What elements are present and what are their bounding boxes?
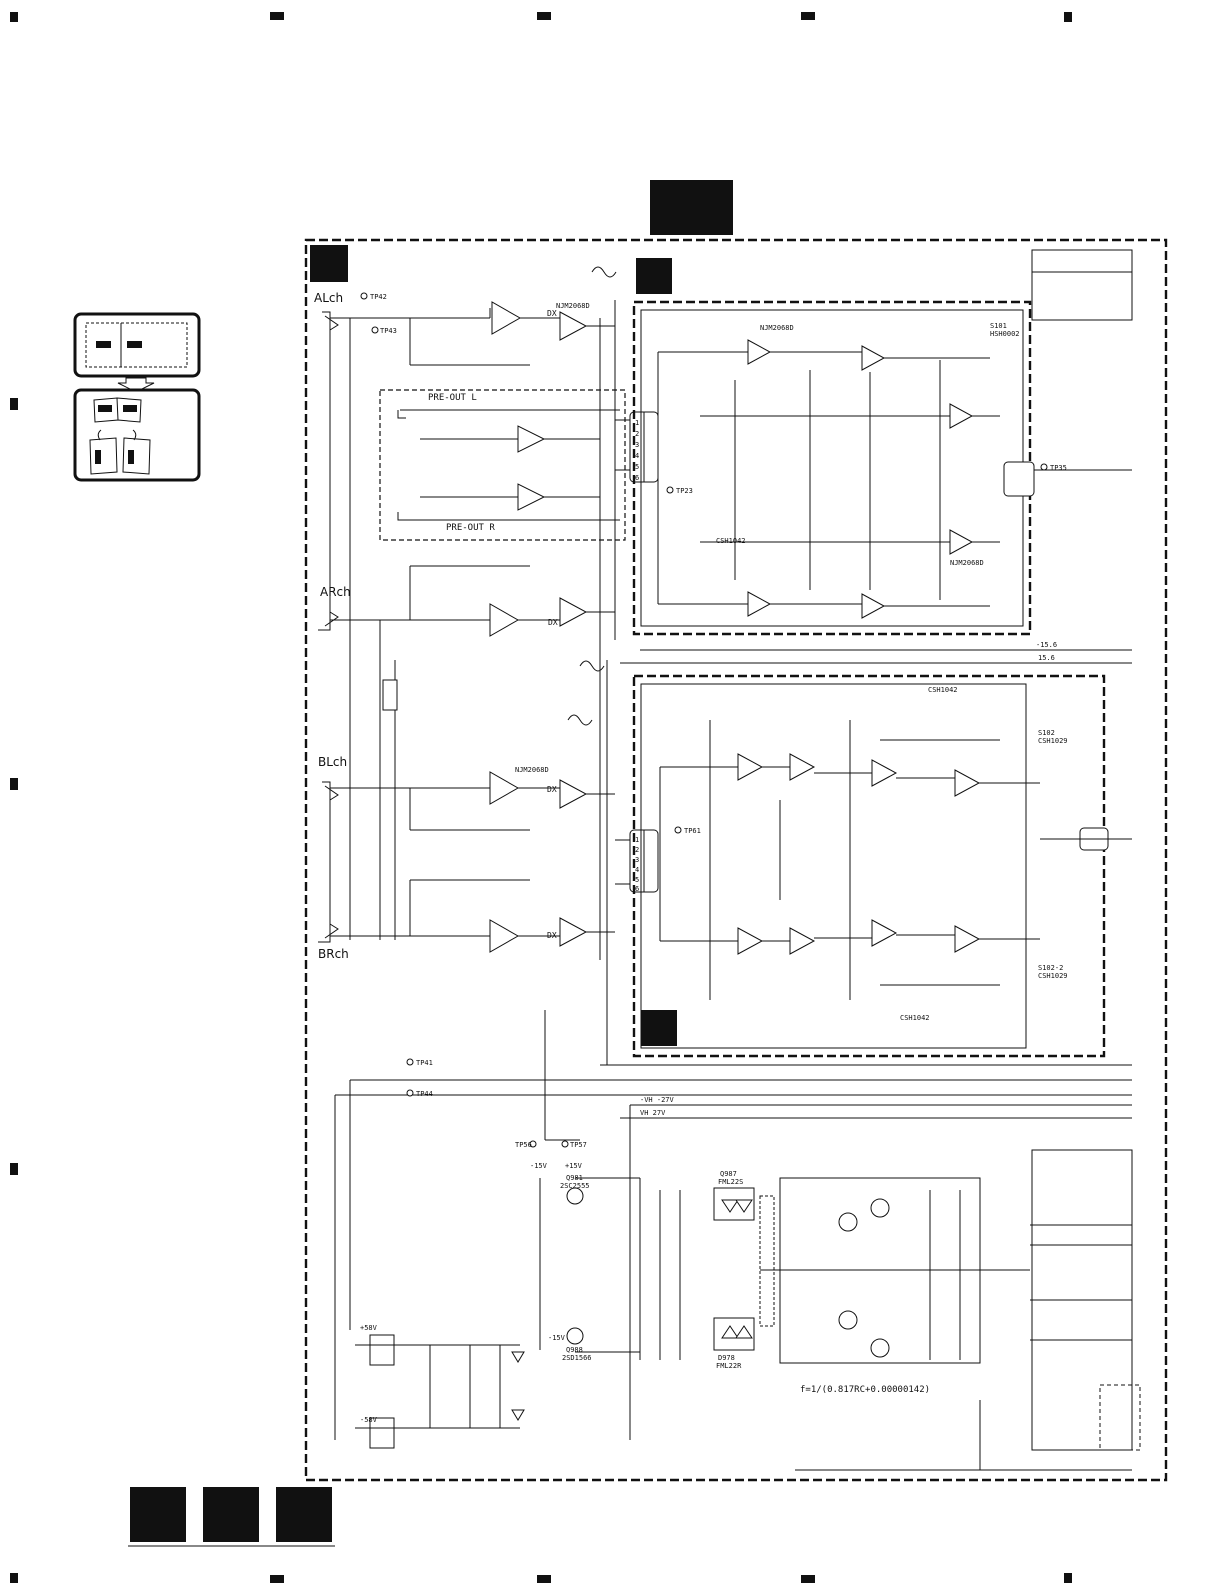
switch-label-lower: S102-2 [1038, 964, 1063, 972]
filter-section-lower [600, 674, 1132, 1066]
rail-label-plus-15v: +15V [565, 1162, 583, 1170]
channel-label-brch: BRch [318, 947, 349, 961]
part-model-q988: 2SD1566 [562, 1354, 592, 1362]
switch-model-mid: CSH1029 [1038, 737, 1068, 745]
part-label-q988: Q988 [566, 1346, 583, 1354]
testpoint-label: TP35 [1050, 464, 1067, 472]
rail-label-minus-58v: -58V [360, 1416, 378, 1424]
ic-label-upper: NJM2068D [760, 324, 794, 332]
power-section [334, 1079, 1141, 1471]
rail-label-minus-vh: -VH -27V [640, 1096, 675, 1104]
header-block [650, 180, 733, 235]
part-label-d978: D978 [718, 1354, 735, 1362]
dx-label-bl: DX [547, 785, 557, 794]
section-marker-c [641, 1010, 677, 1046]
testpoint-label: TP61 [684, 827, 701, 835]
channel-label-blch: BLch [318, 755, 347, 769]
pin-label: 2 [635, 846, 639, 854]
section-marker-a [310, 245, 348, 282]
rail-label-plus-15-6: 15.6 [1038, 654, 1055, 662]
ic-label-lower: NJM2068D [950, 559, 984, 567]
csh-label-mid: CSH1042 [928, 686, 958, 694]
csh-label-bottom: CSH1042 [900, 1014, 930, 1022]
pin-label: 5 [635, 876, 639, 884]
ic-label-a: NJM2068D [556, 302, 590, 310]
testpoint-label: TP42 [370, 293, 387, 301]
rail-label-minus-15v-low: -15V [548, 1334, 566, 1342]
pin-label: 2 [635, 430, 639, 438]
channel-label-alch: ALch [314, 291, 343, 305]
testpoint-label: TP56 [515, 1141, 532, 1149]
csh-label-top: CSH1042 [716, 537, 746, 545]
testpoint-label: TP23 [676, 487, 693, 495]
switch-model-lower: CSH1029 [1038, 972, 1068, 980]
pin-label: 3 [635, 441, 639, 449]
title-block [1031, 249, 1133, 321]
connector-a [629, 411, 659, 483]
section-marker-b [636, 258, 672, 294]
part-model-d978: FML22R [716, 1362, 742, 1370]
bottom-tabs [128, 1487, 335, 1547]
switch-label-top: S101 [990, 322, 1007, 330]
pin-label: 4 [635, 452, 639, 460]
part-model-q987: FML22S [718, 1178, 743, 1186]
a-channel-section [318, 266, 626, 1140]
testpoint-label: TP44 [416, 1090, 433, 1098]
rail-label-plus-vh: VH 27V [640, 1109, 666, 1117]
pin-label: 4 [635, 866, 639, 874]
part-label-q987: Q987 [720, 1170, 737, 1178]
switch-label-mid: S102 [1038, 729, 1055, 737]
pin-label: 3 [635, 856, 639, 864]
pin-label: 1 [635, 836, 639, 844]
rail-label-minus-15v: -15V [530, 1162, 548, 1170]
testpoint-label: TP41 [416, 1059, 433, 1067]
pin-label: 1 [635, 419, 639, 427]
rail-label-minus-15-6: -15.6 [1036, 641, 1057, 649]
preout-label-l: PRE-OUT L [428, 393, 477, 403]
rail-label-plus-58v: +58V [360, 1324, 378, 1332]
connector-a-pins: 1 2 3 4 5 6 [635, 419, 639, 482]
tone-section-upper [620, 300, 1132, 664]
pin-label: 6 [635, 474, 639, 482]
dx-label-top: DX [547, 309, 557, 318]
dx-label-br: DX [547, 931, 557, 940]
testpoint-label: TP57 [570, 1141, 587, 1149]
testpoints [360, 292, 1048, 1148]
formula-label: f=1/(0.817RC+0.00000142) [800, 1385, 930, 1395]
registration-marks [10, 12, 1072, 1583]
pin-label: 5 [635, 463, 639, 471]
connector-b-pins: 1 2 3 4 5 6 [635, 836, 639, 893]
connector-b [629, 829, 659, 893]
pin-label: 6 [635, 885, 639, 893]
board-outline [304, 238, 1168, 1482]
switch-model-top: HSH0002 [990, 330, 1020, 338]
part-label-q981: Q981 [566, 1174, 583, 1182]
ic-label-b: NJM2068D [515, 766, 549, 774]
channel-label-arch: ARch [320, 585, 351, 599]
part-model-q981: 2SC2555 [560, 1182, 590, 1190]
assembly-guide [73, 312, 201, 482]
preout-label-r: PRE-OUT R [446, 523, 495, 533]
testpoint-label: TP43 [380, 327, 397, 335]
dx-label-ar: DX [548, 618, 558, 627]
